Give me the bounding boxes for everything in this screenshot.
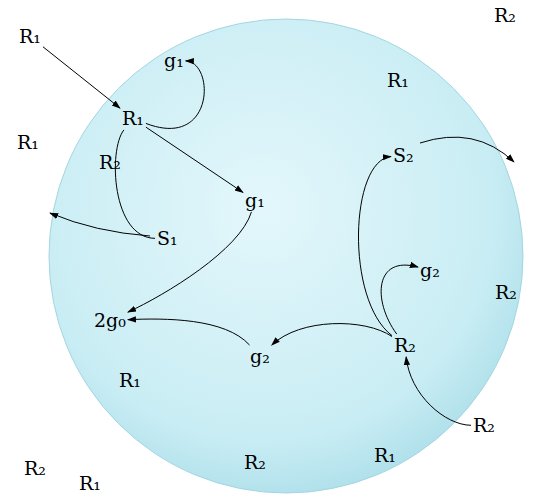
species-label: R₂ xyxy=(244,452,266,473)
symbol-node: R₁ xyxy=(17,25,43,48)
species-label: R₁ xyxy=(79,473,101,494)
reaction-arrow xyxy=(272,324,392,345)
symbol-node: R₂ xyxy=(471,414,497,437)
species-label: R₁ xyxy=(19,26,41,47)
symbol-node: g₂ xyxy=(248,345,272,368)
species-label: R₂ xyxy=(394,335,416,356)
species-label: R₁ xyxy=(17,132,39,153)
species-label: R₁ xyxy=(122,108,144,129)
species-label: S₂ xyxy=(393,145,414,166)
reaction-arrow xyxy=(146,127,243,192)
symbol-node: g₁ xyxy=(243,189,267,212)
reaction-arrow xyxy=(381,265,418,334)
reaction-arrow xyxy=(358,156,392,335)
species-label: R₂ xyxy=(99,152,121,173)
sphere xyxy=(49,19,523,493)
reaction-arrow xyxy=(115,130,155,238)
species-label: g₁ xyxy=(164,50,184,71)
symbol-node: 2g₀ xyxy=(92,309,128,332)
symbol-node: g₂ xyxy=(418,259,442,282)
species-label: g₁ xyxy=(245,190,265,211)
species-label: 2g₀ xyxy=(94,310,126,331)
species-label: R₂ xyxy=(494,5,516,26)
symbol-node: S₂ xyxy=(391,144,416,167)
species-label: R₁ xyxy=(374,445,396,466)
species-label: S₁ xyxy=(157,228,178,249)
species-label: R₂ xyxy=(495,282,517,303)
symbol-node: S₁ xyxy=(155,227,180,250)
reaction-arrow xyxy=(146,61,204,129)
reaction-arrow xyxy=(43,47,120,108)
reaction-arrow xyxy=(128,319,250,345)
symbol-node: R₂ xyxy=(392,334,418,357)
species-label: g₂ xyxy=(420,260,440,281)
species-label: R₂ xyxy=(24,458,46,479)
species-label: R₁ xyxy=(119,370,141,391)
symbol-node: R₁ xyxy=(120,107,146,130)
escape-arrow xyxy=(50,213,150,236)
escape-arrow xyxy=(420,137,514,162)
reaction-arrow xyxy=(406,357,471,425)
species-label: g₂ xyxy=(250,346,270,367)
species-label: R₁ xyxy=(387,70,409,91)
species-label: R₂ xyxy=(473,415,495,436)
reaction-arrow xyxy=(128,212,252,312)
symbol-node: g₁ xyxy=(162,49,186,72)
